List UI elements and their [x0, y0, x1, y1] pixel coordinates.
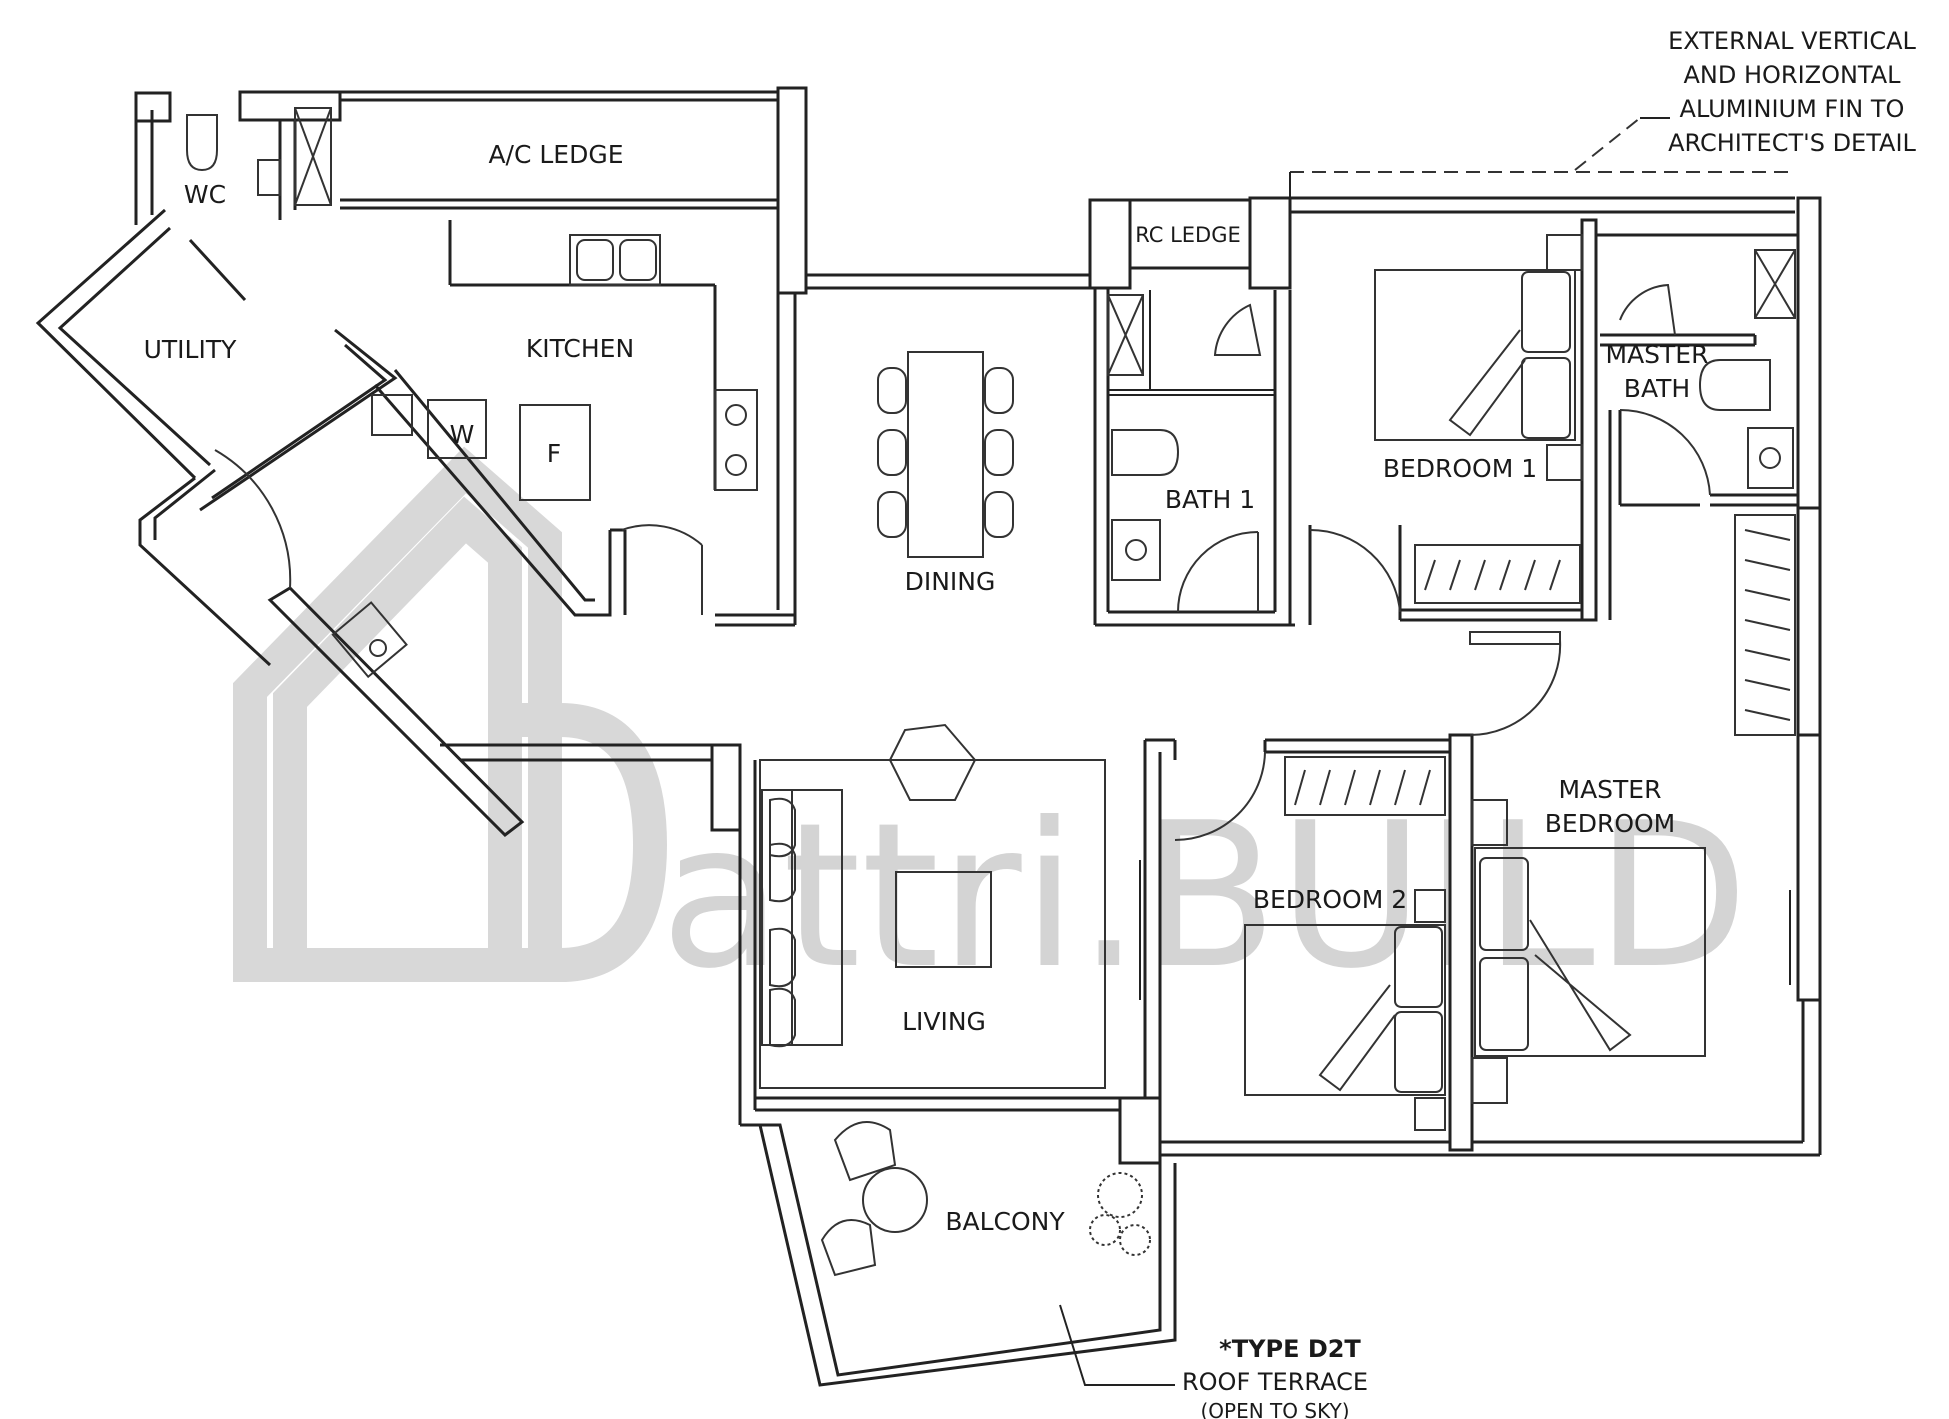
label-bedroom2: BEDROOM 2	[1253, 885, 1407, 914]
watermark: attri.BUILD	[233, 446, 1749, 1013]
leader-lines	[1059, 117, 1670, 1386]
label-dining: DINING	[905, 567, 996, 596]
label-utility: UTILITY	[144, 335, 238, 364]
watermark-house-icon	[233, 446, 562, 982]
note-fin-line3: ALUMINIUM FIN TO	[1680, 95, 1905, 123]
label-master-bath-line2: BATH	[1624, 374, 1690, 403]
note-fin-line4: ARCHITECT'S DETAIL	[1668, 129, 1916, 157]
watermark-d-shape	[505, 703, 668, 982]
label-wc: WC	[184, 180, 226, 209]
note-fin-line1: EXTERNAL VERTICAL	[1668, 27, 1916, 55]
label-balcony: BALCONY	[945, 1207, 1065, 1236]
label-bedroom1: BEDROOM 1	[1383, 454, 1537, 483]
label-bath1: BATH 1	[1165, 485, 1255, 514]
note-type: *TYPE D2T	[1219, 1335, 1361, 1363]
label-ac-ledge: A/C LEDGE	[488, 140, 623, 169]
walls	[35, 86, 1822, 1387]
label-master-bedroom-line2: BEDROOM	[1545, 809, 1676, 838]
label-rc-ledge: RC LEDGE	[1135, 223, 1241, 247]
doors	[214, 283, 1711, 841]
label-fridge: F	[547, 439, 561, 468]
notes: EXTERNAL VERTICAL AND HORIZONTAL ALUMINI…	[1182, 27, 1917, 1419]
label-washer: W	[450, 420, 475, 449]
note-roof-line1: ROOF TERRACE	[1182, 1368, 1368, 1396]
note-fin-line2: AND HORIZONTAL	[1683, 61, 1901, 89]
label-living: LIVING	[902, 1007, 986, 1036]
label-master-bedroom-line1: MASTER	[1559, 775, 1662, 804]
label-master-bath-line1: MASTER	[1606, 340, 1709, 369]
fixtures	[186, 114, 1796, 1277]
room-labels: WC A/C LEDGE UTILITY KITCHEN W F DINING …	[144, 140, 1709, 1236]
note-roof-line2: (OPEN TO SKY)	[1201, 1399, 1350, 1419]
label-kitchen: KITCHEN	[526, 334, 634, 363]
